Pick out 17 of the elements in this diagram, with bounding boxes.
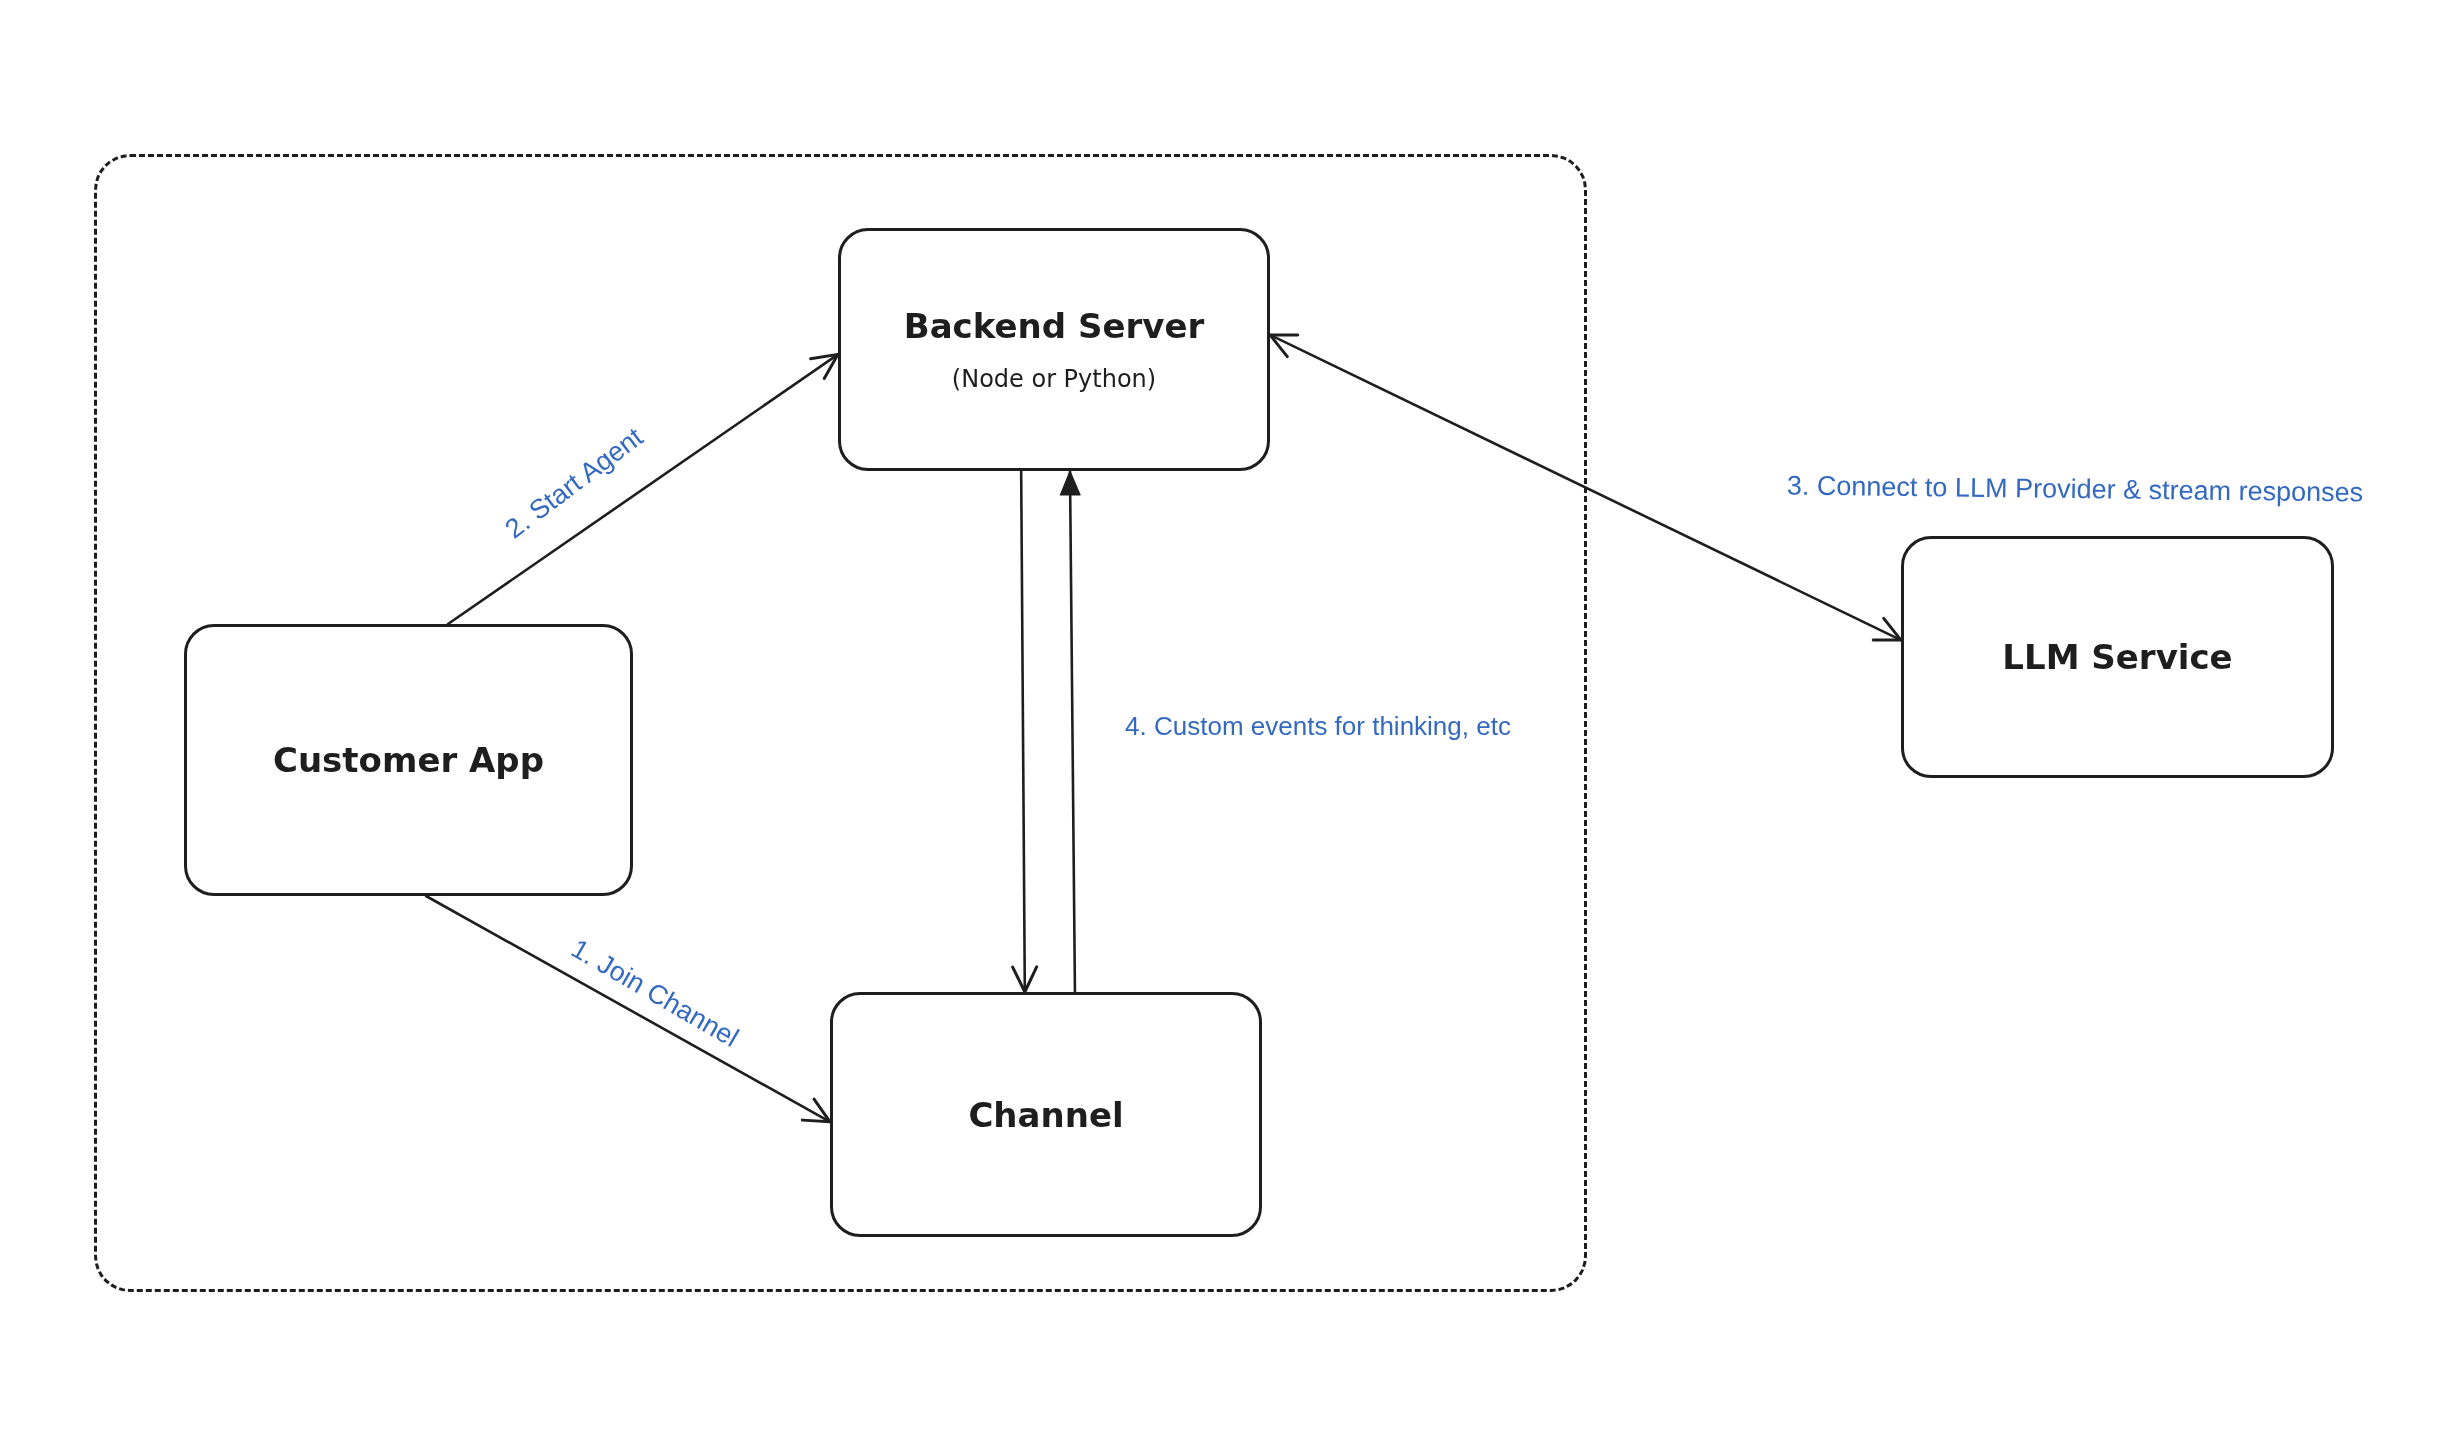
arrow [1059,469,1081,994]
arrow [1268,333,1903,642]
arrow [424,894,832,1124]
process-box [1901,536,2334,778]
arrow [1011,469,1039,994]
process-box [184,624,633,896]
arrow [446,352,840,626]
node-title: Channel [968,1094,1124,1135]
node-subtitle: (Node or Python) [951,363,1157,394]
edge-label: 4. Custom events for thinking, etc [1125,710,1511,742]
dashed-group-frame [94,154,1587,1292]
process-box [838,228,1270,471]
node-title: Customer App [272,740,545,780]
edge-label: 3. Connect to LLM Provider & stream responses [1786,469,2364,509]
node-title: LLM Service [2002,637,2233,677]
node-title: Backend Server [903,305,1205,346]
process-box [830,992,1262,1237]
